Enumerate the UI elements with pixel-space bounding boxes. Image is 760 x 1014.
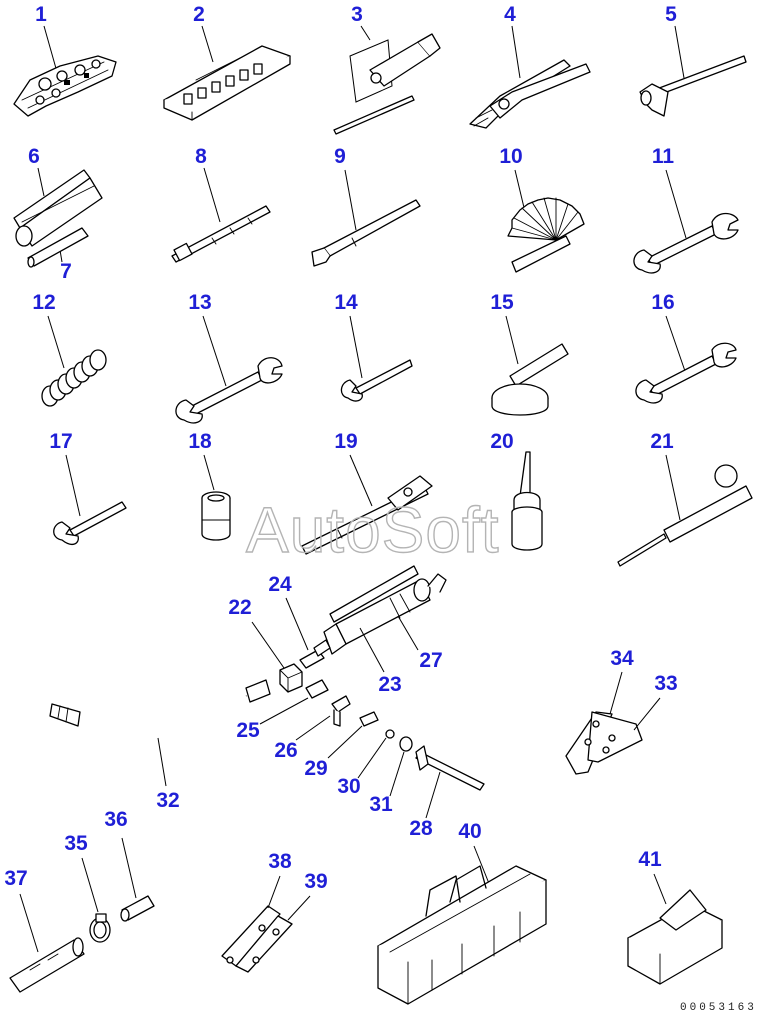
part-7-rod: 7: [27, 227, 89, 283]
callout-36: 36: [104, 808, 127, 831]
callout-9: 9: [334, 145, 346, 168]
part-6-sleeve-case: 6: [13, 145, 103, 247]
callout-13: 13: [188, 291, 211, 314]
callout-29: 29: [304, 757, 327, 780]
callout-21: 21: [650, 430, 674, 453]
callout-19: 19: [334, 430, 357, 453]
callout-38: 38: [268, 850, 292, 873]
callout-39: 39: [304, 870, 327, 893]
callout-16: 16: [651, 291, 674, 314]
callout-41: 41: [638, 848, 662, 871]
callout-24: 24: [268, 573, 292, 596]
part-31-nut: 31: [369, 736, 413, 816]
part-36-fitting: 36: [104, 808, 155, 922]
callout-10: 10: [499, 145, 522, 168]
part-2-socket-set-case: 2: [163, 3, 291, 121]
part-24-nipple: 24: [268, 573, 325, 669]
callout-14: 14: [334, 291, 358, 314]
callout-27: 27: [419, 649, 442, 672]
callout-15: 15: [490, 291, 514, 314]
callout-31: 31: [369, 793, 393, 816]
callout-40: 40: [458, 820, 481, 843]
part-32-grease-hose: [49, 679, 271, 736]
part-21-screwdriver: 21: [617, 430, 753, 567]
part-3-screwdriver-with-bits: 3: [333, 3, 441, 135]
part-25-fitting: 25: [236, 679, 329, 742]
callout-11: 11: [652, 145, 675, 168]
part-15-filter-wrench: 15: [490, 291, 569, 416]
callout-23: 23: [378, 673, 401, 696]
part-35-hose-clamp: 35: [64, 832, 111, 943]
part-30-small-part: 30: [337, 729, 395, 798]
part-37-pipe: 37: [4, 867, 85, 993]
callout-7: 7: [60, 260, 72, 283]
callout-35: 35: [64, 832, 88, 855]
part-22-adapter-block: 22: [228, 596, 303, 693]
part-26-hook-fitting: 26: [274, 695, 351, 762]
callout-26: 26: [274, 739, 297, 762]
callout-32: 32: [156, 789, 179, 812]
part-16-wrench: 16: [635, 291, 737, 404]
part-5-hammer: 5: [639, 3, 747, 117]
part-20-oil-can: 20: [490, 430, 543, 551]
callout-28: 28: [409, 817, 433, 840]
part-10-feeler-gauge: 10: [499, 145, 585, 273]
part-33-34-brackets: [565, 711, 643, 775]
part-18-socket: 18: [188, 430, 231, 541]
part-40-tool-bag: 40: [377, 820, 547, 1005]
callout-37: 37: [4, 867, 27, 890]
callout-1: 1: [35, 3, 47, 26]
part-17-small-wrench: 17: [49, 430, 127, 546]
part-9-pry-bar: 9: [311, 145, 421, 267]
callout-25: 25: [236, 719, 260, 742]
callout-18: 18: [188, 430, 212, 453]
watermark-text: AutoSoft: [246, 494, 500, 566]
part-8-extension-bar: 8: [171, 145, 271, 263]
callout-22: 22: [228, 596, 251, 619]
part-4-pliers: 4: [469, 3, 591, 129]
part-14-small-wrench: 14: [334, 291, 413, 402]
part-19-handle-bar: 19: [301, 430, 433, 555]
part-1-tool-kit: 1: [13, 3, 117, 117]
callout-12: 12: [32, 291, 55, 314]
callout-5: 5: [665, 3, 677, 26]
part-41-box: 41: [627, 848, 723, 985]
callout-17: 17: [49, 430, 72, 453]
part-11-open-end-wrench: 11: [633, 145, 739, 274]
callout-8: 8: [195, 145, 207, 168]
callout-20: 20: [490, 430, 513, 453]
callout-3: 3: [351, 3, 363, 26]
part-12-coil-spring: 12: [32, 291, 107, 407]
part-29-small-fitting: 29: [304, 711, 379, 780]
part-13-wrench: 13: [175, 291, 283, 424]
drawing-number: 00053163: [680, 1002, 757, 1014]
callout-33: 33: [654, 672, 677, 695]
part-27-grease-gun: [313, 565, 447, 657]
callout-34: 34: [610, 647, 634, 670]
callout-2: 2: [193, 3, 205, 26]
callout-6: 6: [28, 145, 40, 168]
part-38-39-hinge-brackets: [221, 905, 293, 973]
part-28-t-bar: 28: [409, 745, 485, 840]
callout-30: 30: [337, 775, 360, 798]
callout-4: 4: [504, 3, 516, 26]
